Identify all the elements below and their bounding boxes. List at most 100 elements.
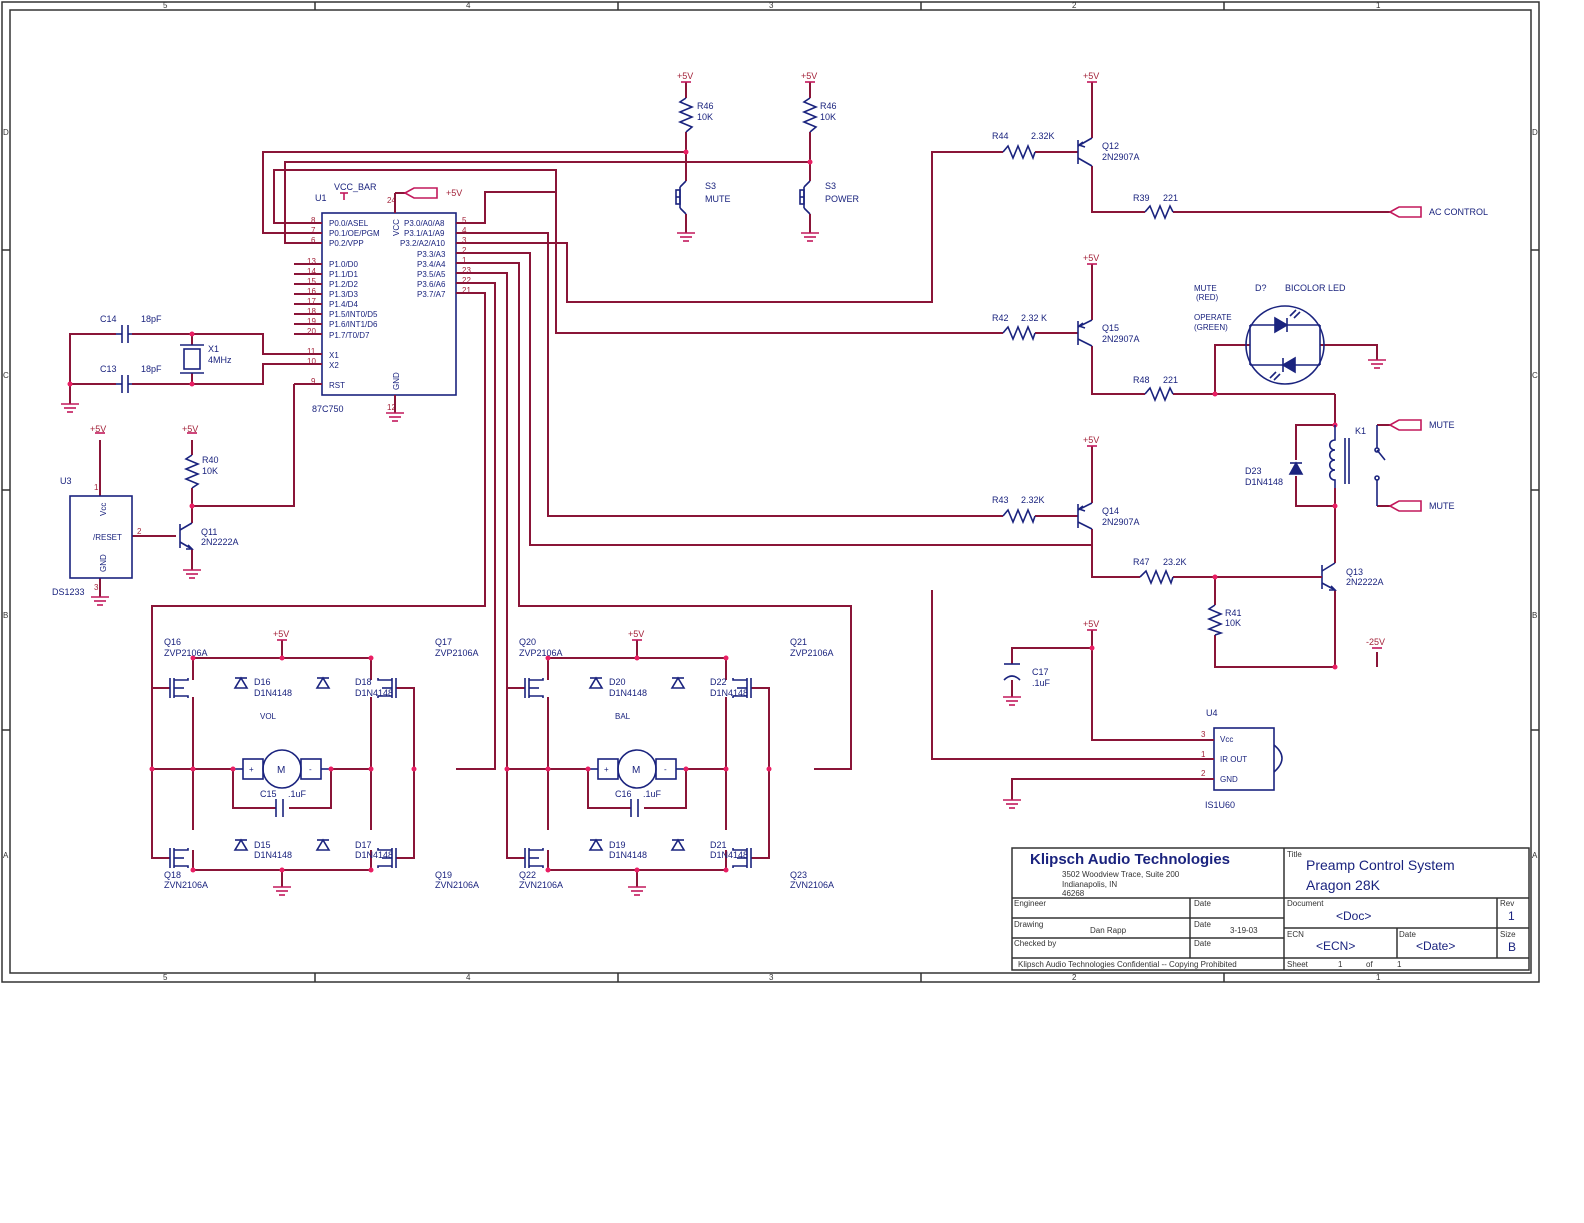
vol-d-bot-left-ref: D15	[254, 840, 271, 850]
power-switch[interactable]	[799, 180, 811, 215]
mcu-pin-p33: P3.3/A3	[417, 250, 446, 259]
title-label: Title	[1287, 850, 1302, 859]
r46b-resistor	[801, 97, 819, 133]
led-operate: OPERATE	[1194, 313, 1232, 322]
engineer-date-label: Date	[1194, 899, 1211, 908]
vol-q-top-left-ref: Q16	[164, 637, 181, 647]
drawer-name: Dan Rapp	[1090, 926, 1127, 935]
u3-ref: U3	[60, 476, 72, 486]
u4-pin3: 3	[1201, 730, 1206, 739]
mcu-pinnum-21: 21	[462, 286, 471, 295]
mcu-pin-p15: P1.5/INT0/D5	[329, 310, 378, 319]
r46b-ref: R46	[820, 101, 837, 111]
sheet-of: of	[1366, 960, 1373, 969]
bal-d-top-right-ref: D22	[710, 677, 727, 687]
vol-q-top-left-value: ZVP2106A	[164, 648, 208, 658]
bal-5v-label: +5V	[628, 629, 644, 639]
ir-receiver: +5V C17 .1uF U4 IS1U60 Vcc IR OUT GND 3 …	[1003, 619, 1283, 810]
mcu-pin-x2: X2	[329, 361, 339, 370]
vol-d-bot-right-value: D1N4148	[355, 850, 393, 860]
vol-q-bot-left-value: ZVN2106A	[164, 880, 208, 890]
border-row-a-right: A	[1532, 851, 1538, 860]
size-label: Size	[1500, 930, 1516, 939]
bal-cap-value: .1uF	[643, 789, 662, 799]
q11-transistor	[179, 522, 194, 550]
mcu-pin-p02: P0.2/VPP	[329, 239, 364, 248]
mcu-pin-p12: P1.2/D2	[329, 280, 358, 289]
r46a-resistor	[677, 97, 695, 133]
mcu-gnd-label: GND	[392, 372, 401, 390]
s3-power-name: POWER	[825, 194, 860, 204]
mute-driver: +5V R43 2.32K Q14 2N2907A R47 23.2K R41 …	[992, 435, 1385, 649]
q13-ref: Q13	[1346, 567, 1363, 577]
ac-control-label: AC CONTROL	[1429, 207, 1488, 217]
bal-q-top-right-value: ZVP2106A	[790, 648, 834, 658]
title-block: Klipsch Audio Technologies 3502 Woodview…	[1011, 847, 1530, 971]
vcc-offpage-connector	[403, 187, 438, 199]
sheet-label: Sheet	[1287, 960, 1309, 969]
ecn-label: ECN	[1287, 930, 1304, 939]
h-bridge-bal: +5VM+-C16.1uFBALQ20ZVP2106AQ21ZVP2106AQ2…	[504, 629, 834, 896]
r48-value: 221	[1163, 375, 1178, 385]
mcu-pinnum-9: 9	[311, 377, 316, 386]
junctions	[67, 149, 1338, 670]
size-value: B	[1508, 940, 1516, 954]
u3-pin3: 3	[94, 583, 99, 592]
mcu-pin-p10: P1.0/D0	[329, 260, 358, 269]
bal-q-bot-left-ref: Q22	[519, 870, 536, 880]
u3-gnd: GND	[99, 554, 108, 572]
vol-cap-ref: C15	[260, 789, 277, 799]
ds1233-body	[69, 495, 133, 579]
border-row-d-right: D	[1532, 128, 1538, 137]
reset-circuit: U3 DS1233 Vcc /RESET GND 1 2 3 +5V +5V R…	[52, 424, 239, 606]
r48-ref: R48	[1133, 375, 1150, 385]
mcu-pin-p31: P3.1/A1/A9	[404, 229, 445, 238]
border-row-a: A	[3, 851, 9, 860]
mcu-5v-label: +5V	[446, 188, 462, 198]
mute-label-b: MUTE	[1429, 501, 1455, 511]
u4-irout: IR OUT	[1220, 755, 1247, 764]
mute-connector-a	[1388, 419, 1422, 431]
r41-ref: R41	[1225, 608, 1242, 618]
mcu-gnd-pin: 12	[387, 403, 396, 412]
mcu-pinnum-6: 6	[311, 236, 316, 245]
mcu-left-pins: P0.0/ASEL P0.1/OE/PGM P0.2/VPP P1.0/D0 P…	[294, 216, 380, 390]
mcu-pinnum-13: 13	[307, 257, 316, 266]
led-red: (RED)	[1196, 293, 1219, 302]
mcu-pinnum-2: 2	[462, 246, 467, 255]
r47-value: 23.2K	[1163, 557, 1187, 567]
mcu-pin-p16: P1.6/INT1/D6	[329, 320, 378, 329]
bal-cap-ref: C16	[615, 789, 632, 799]
r47-ref: R47	[1133, 557, 1150, 567]
document-value: <Doc>	[1336, 909, 1371, 923]
mcu-vcc-pin: 24	[387, 196, 396, 205]
mcu-pinnum-3: 3	[462, 236, 467, 245]
c17-ref: C17	[1032, 667, 1049, 677]
r43-ref: R43	[992, 495, 1009, 505]
company-name: Klipsch Audio Technologies	[1030, 851, 1230, 868]
r46b-value: 10K	[820, 112, 836, 122]
u3-pin1: 1	[94, 483, 99, 492]
bal-d-bot-right-value: D1N4148	[710, 850, 748, 860]
switch-circuits: +5V +5V R46 10K R46 10K S3 MUTE S3 POWER	[675, 71, 860, 242]
bal-q-bot-right-ref: Q23	[790, 870, 807, 880]
mcu-pinnum-17: 17	[307, 297, 316, 306]
bal-q-top-left-value: ZVP2106A	[519, 648, 563, 658]
vcc-bar-net: VCC_BAR	[334, 182, 377, 192]
mute-switch[interactable]	[675, 180, 687, 215]
c14-value: 18pF	[141, 314, 162, 324]
r46a-ref: R46	[697, 101, 714, 111]
bal-d-top-left-ref: D20	[609, 677, 626, 687]
mcu-pinnum-5: 5	[462, 216, 467, 225]
checked-date-label: Date	[1194, 939, 1211, 948]
mcu-pin-x1: X1	[329, 351, 339, 360]
r39-value: 221	[1163, 193, 1178, 203]
s3-power-ref: S3	[825, 181, 836, 191]
led-green: (GREEN)	[1194, 323, 1228, 332]
r40-5v: +5V	[182, 424, 198, 434]
s3-power-5v: +5V	[801, 71, 817, 81]
mcu-pinnum-7: 7	[311, 226, 316, 235]
mcu-pin-p17: P1.7/T0/D7	[329, 331, 370, 340]
mcu-pinnum-18: 18	[307, 307, 316, 316]
mcu-pin-p34: P3.4/A4	[417, 260, 446, 269]
